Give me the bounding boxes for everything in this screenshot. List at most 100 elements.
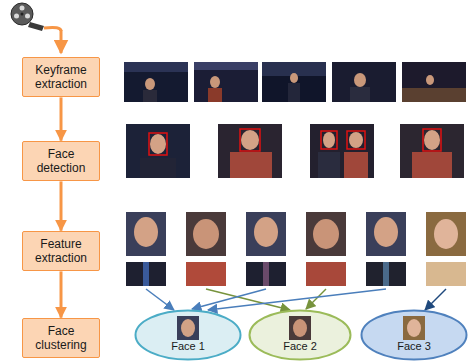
assignment-arrow [206,289,290,310]
cluster-ellipse: Face 3 [360,309,468,361]
detection-photo [140,158,176,178]
detection-photo [126,124,190,178]
detection-photo [424,130,440,150]
detection-photo [323,132,335,148]
face-thumbnail [403,316,425,340]
process-box: Face detection [22,141,100,182]
face-crop [186,212,226,256]
keyframe-photo [354,73,366,87]
detection-photo [400,124,464,178]
face-detection-box [149,133,167,155]
detection-photo [230,152,272,178]
face-crop [134,217,158,247]
face-crop [366,212,406,256]
face-crop [254,217,278,247]
detection-photo [150,134,166,154]
input-arrow [60,30,63,53]
keyframe-photo [210,76,220,88]
clothing-crop [306,262,346,286]
detection-photo [218,124,282,178]
face-detection-box [321,131,337,149]
face-thumbnail [293,319,307,337]
clothing-crop [426,262,466,286]
assignment-arrow [306,289,326,309]
face-crop [374,217,398,247]
process-box: Face clustering [22,318,100,359]
face-crop [246,212,286,256]
step-label: Feature extraction [27,237,95,266]
face-crop [306,212,346,256]
detection-photo [318,152,340,178]
clothing-crop [143,262,149,286]
assignment-arrow [192,289,266,309]
film-reel [11,3,33,25]
flow-arrow [60,97,63,140]
cluster-ellipse: Face 2 [248,309,352,361]
step-label: Keyframe extraction [27,63,95,92]
flow-arrow [60,181,63,230]
clothing-crop [366,262,406,286]
face-thumbnail [289,316,311,340]
cluster-label: Face 1 [171,340,205,353]
clothing-crop [383,262,389,286]
step-label: Face detection [27,147,95,176]
keyframe-photo [426,75,434,85]
reel-hole [20,6,25,11]
keyframe-photo [143,90,157,102]
keyframe-photo [402,62,466,102]
reel-hole [14,14,19,19]
face-detection-box [240,129,260,151]
face-thumbnail [177,316,199,340]
assignment-arrow [425,289,446,310]
face-crop [313,219,339,249]
process-box: Keyframe extraction [22,57,100,98]
face-thumbnail [407,319,421,337]
detection-photo [349,132,363,148]
cluster-label: Face 2 [283,340,317,353]
clothing-crop [246,262,286,286]
face-thumbnail [181,319,195,337]
input-arrow [44,27,61,31]
keyframe-photo [208,88,222,102]
keyframe-photo [262,62,326,102]
face-thumbnail [403,316,425,340]
flow-arrow [60,271,63,317]
keyframe-photo [124,62,188,102]
detection-photo [412,152,452,178]
reel-hub [21,13,24,16]
face-crop [126,212,166,256]
ellipse-outline [362,311,467,360]
ellipse-outline [136,311,241,360]
film-strip [28,22,44,31]
ellipse-outline [250,311,351,360]
face-crop [426,212,466,256]
step-label: Face clustering [27,324,95,353]
face-detection-box [423,129,441,151]
keyframe-photo [124,62,188,72]
keyframe-photo [194,62,258,70]
cluster-label: Face 3 [397,340,431,353]
detection-photo [310,124,374,178]
detection-photo [344,152,368,178]
process-box: Feature extraction [22,231,100,272]
clothing-crop [186,262,226,286]
assignment-arrow [146,289,174,310]
cluster-ellipse: Face 1 [134,309,242,361]
reel-hole [25,14,30,19]
face-crop [434,219,458,249]
keyframe-photo [194,62,258,102]
keyframe-photo [288,83,300,102]
keyframe-photo [290,73,298,83]
keyframe-photo [145,78,155,90]
assignment-arrow [208,289,386,310]
keyframe-photo [350,87,370,102]
face-thumbnail [289,316,311,340]
detection-photo [241,130,259,150]
face-thumbnail [177,316,199,340]
face-detection-box [347,131,365,149]
keyframe-photo [402,88,466,102]
face-crop [193,219,219,249]
